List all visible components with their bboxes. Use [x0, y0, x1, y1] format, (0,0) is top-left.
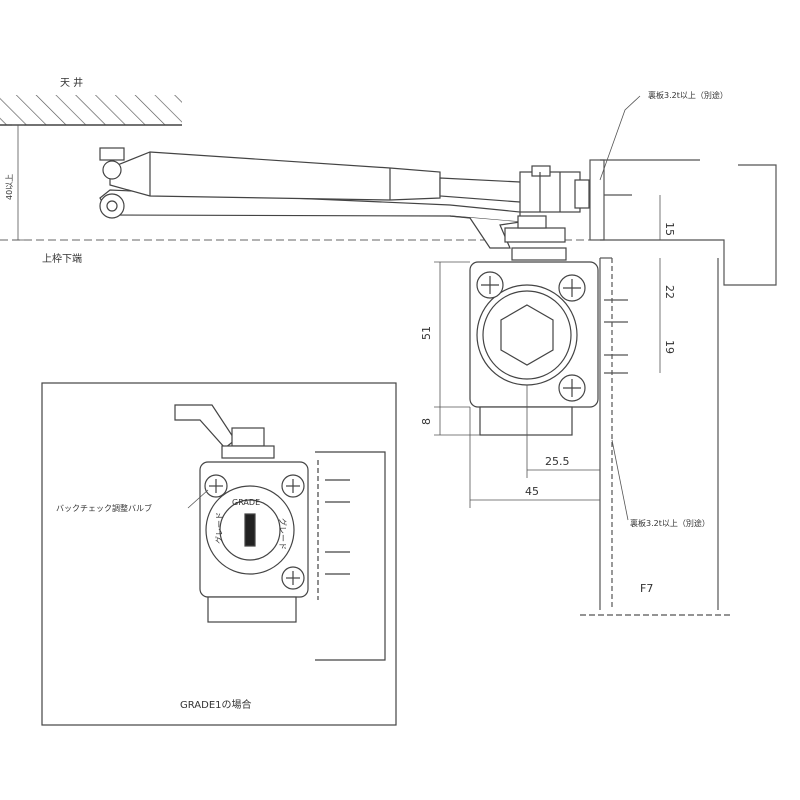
grade-side-left: グレード [214, 512, 224, 544]
cover-plate-top-label: 裏板3.2t以上（別途） [648, 90, 728, 100]
screw-icon [204, 474, 305, 590]
detail-closer [174, 404, 386, 661]
dim-19: 19 [663, 340, 676, 354]
dim-40-min-label: 40以上 [5, 174, 14, 200]
backcheck-valve-label: バックチェック調整バルブ [56, 503, 152, 513]
dim-45: 45 [525, 485, 539, 498]
ceiling: 天 井 [0, 76, 182, 126]
cover-plate-bottom-label: 裏板3.2t以上（別途） [630, 518, 710, 528]
callout-backcheck [187, 489, 209, 509]
callout-cover-top [599, 95, 641, 181]
dim-40-min [12, 124, 24, 241]
arm-assembly [99, 147, 590, 261]
door-frame [580, 159, 777, 616]
screw-icon [476, 271, 586, 402]
door-label: F7 [640, 582, 653, 595]
grade-side-right: グレード [278, 518, 288, 550]
grade-caption: GRADE1の場合 [180, 698, 252, 711]
dim-22: 22 [663, 285, 676, 299]
grade-ring-label: GRADE [232, 498, 260, 507]
dim-51: 51 [420, 326, 433, 340]
dim-8: 8 [420, 418, 433, 425]
dimension-lines [434, 195, 661, 508]
callout-cover-bottom [611, 439, 629, 521]
lintel-bottom-label: 上枠下端 [42, 252, 82, 265]
ceiling-label: 天 井 [60, 76, 83, 89]
dim-15: 15 [663, 222, 676, 236]
dim-25-5: 25.5 [545, 455, 570, 468]
